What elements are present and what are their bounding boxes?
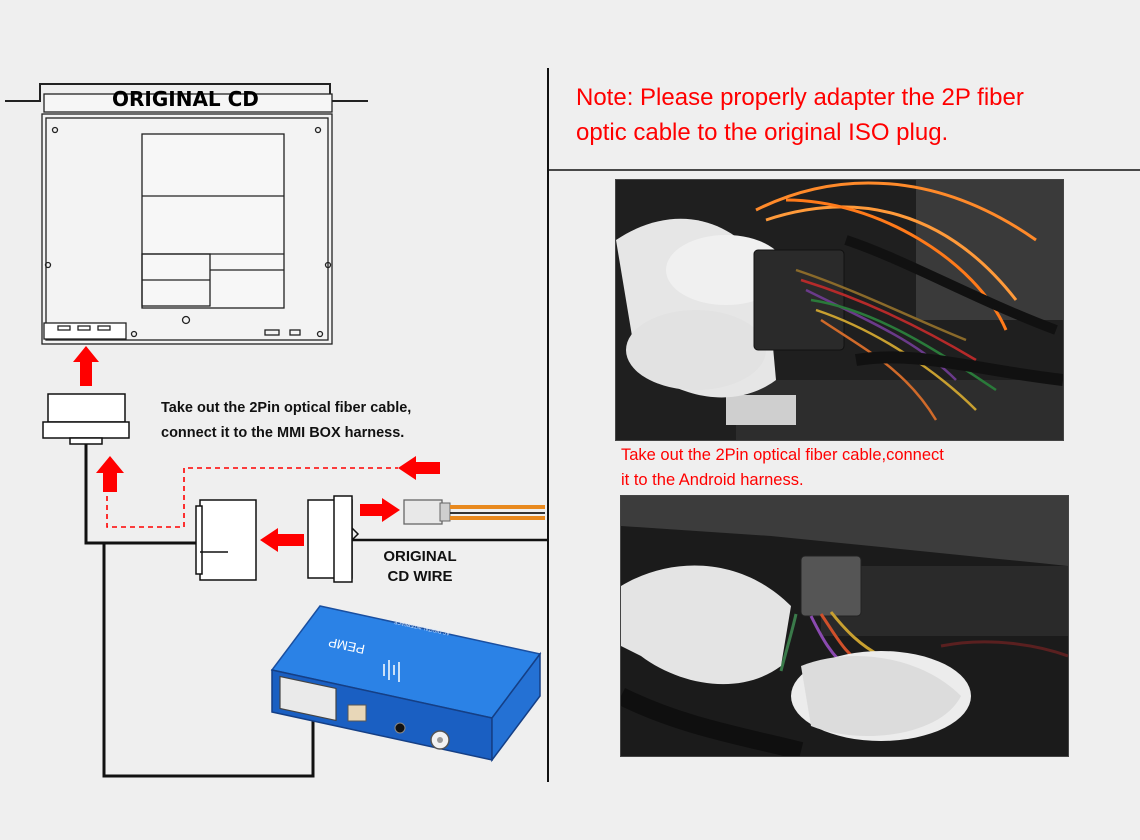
note-line2: optic cable to the original ISO plug. bbox=[576, 119, 949, 146]
mmi-caption-line2: connect it to the MMI BOX harness. bbox=[161, 425, 405, 441]
mmi-caption-line1: Take out the 2Pin optical fiber cable, bbox=[161, 400, 412, 416]
arrow-up-to-cd bbox=[73, 346, 99, 386]
arrow-left-mid bbox=[260, 528, 304, 552]
black-wire-box bbox=[102, 543, 315, 778]
dashed-fiber-path bbox=[106, 467, 398, 528]
android-caption-line1: Take out the 2Pin optical fiber cable,co… bbox=[621, 446, 944, 464]
connector-right bbox=[307, 495, 360, 583]
arrow-left-top bbox=[398, 456, 440, 480]
arrow-up-red bbox=[96, 456, 124, 492]
connector-left bbox=[195, 499, 257, 581]
original-cd-wire-label: ORIGINAL CD WIRE bbox=[368, 547, 472, 587]
wire-label-line2: CD WIRE bbox=[387, 568, 453, 585]
arrow-right-to-connector bbox=[360, 498, 400, 522]
fiber-plug bbox=[403, 499, 545, 525]
black-wire-mmi bbox=[84, 444, 200, 545]
cd-title: ORIGINAL CD bbox=[112, 87, 259, 111]
note-text: Note: Please properly adapter the 2P fib… bbox=[576, 80, 1116, 150]
note-line1: Note: Please properly adapter the 2P fib… bbox=[576, 84, 1024, 111]
mmi-connector bbox=[42, 393, 130, 445]
photo-android-harness bbox=[620, 495, 1069, 757]
original-cd-unit bbox=[5, 83, 368, 345]
wire-label-line1: ORIGINAL bbox=[383, 548, 457, 565]
box-brand-text: PEMP bbox=[327, 635, 366, 657]
android-caption: Take out the 2Pin optical fiber cable,co… bbox=[621, 443, 1041, 493]
photo-iso-plug bbox=[615, 179, 1064, 441]
android-caption-line2: it to the Android harness. bbox=[621, 471, 804, 489]
mmi-caption: Take out the 2Pin optical fiber cable, c… bbox=[161, 396, 491, 446]
mmi-box-device bbox=[270, 605, 542, 763]
